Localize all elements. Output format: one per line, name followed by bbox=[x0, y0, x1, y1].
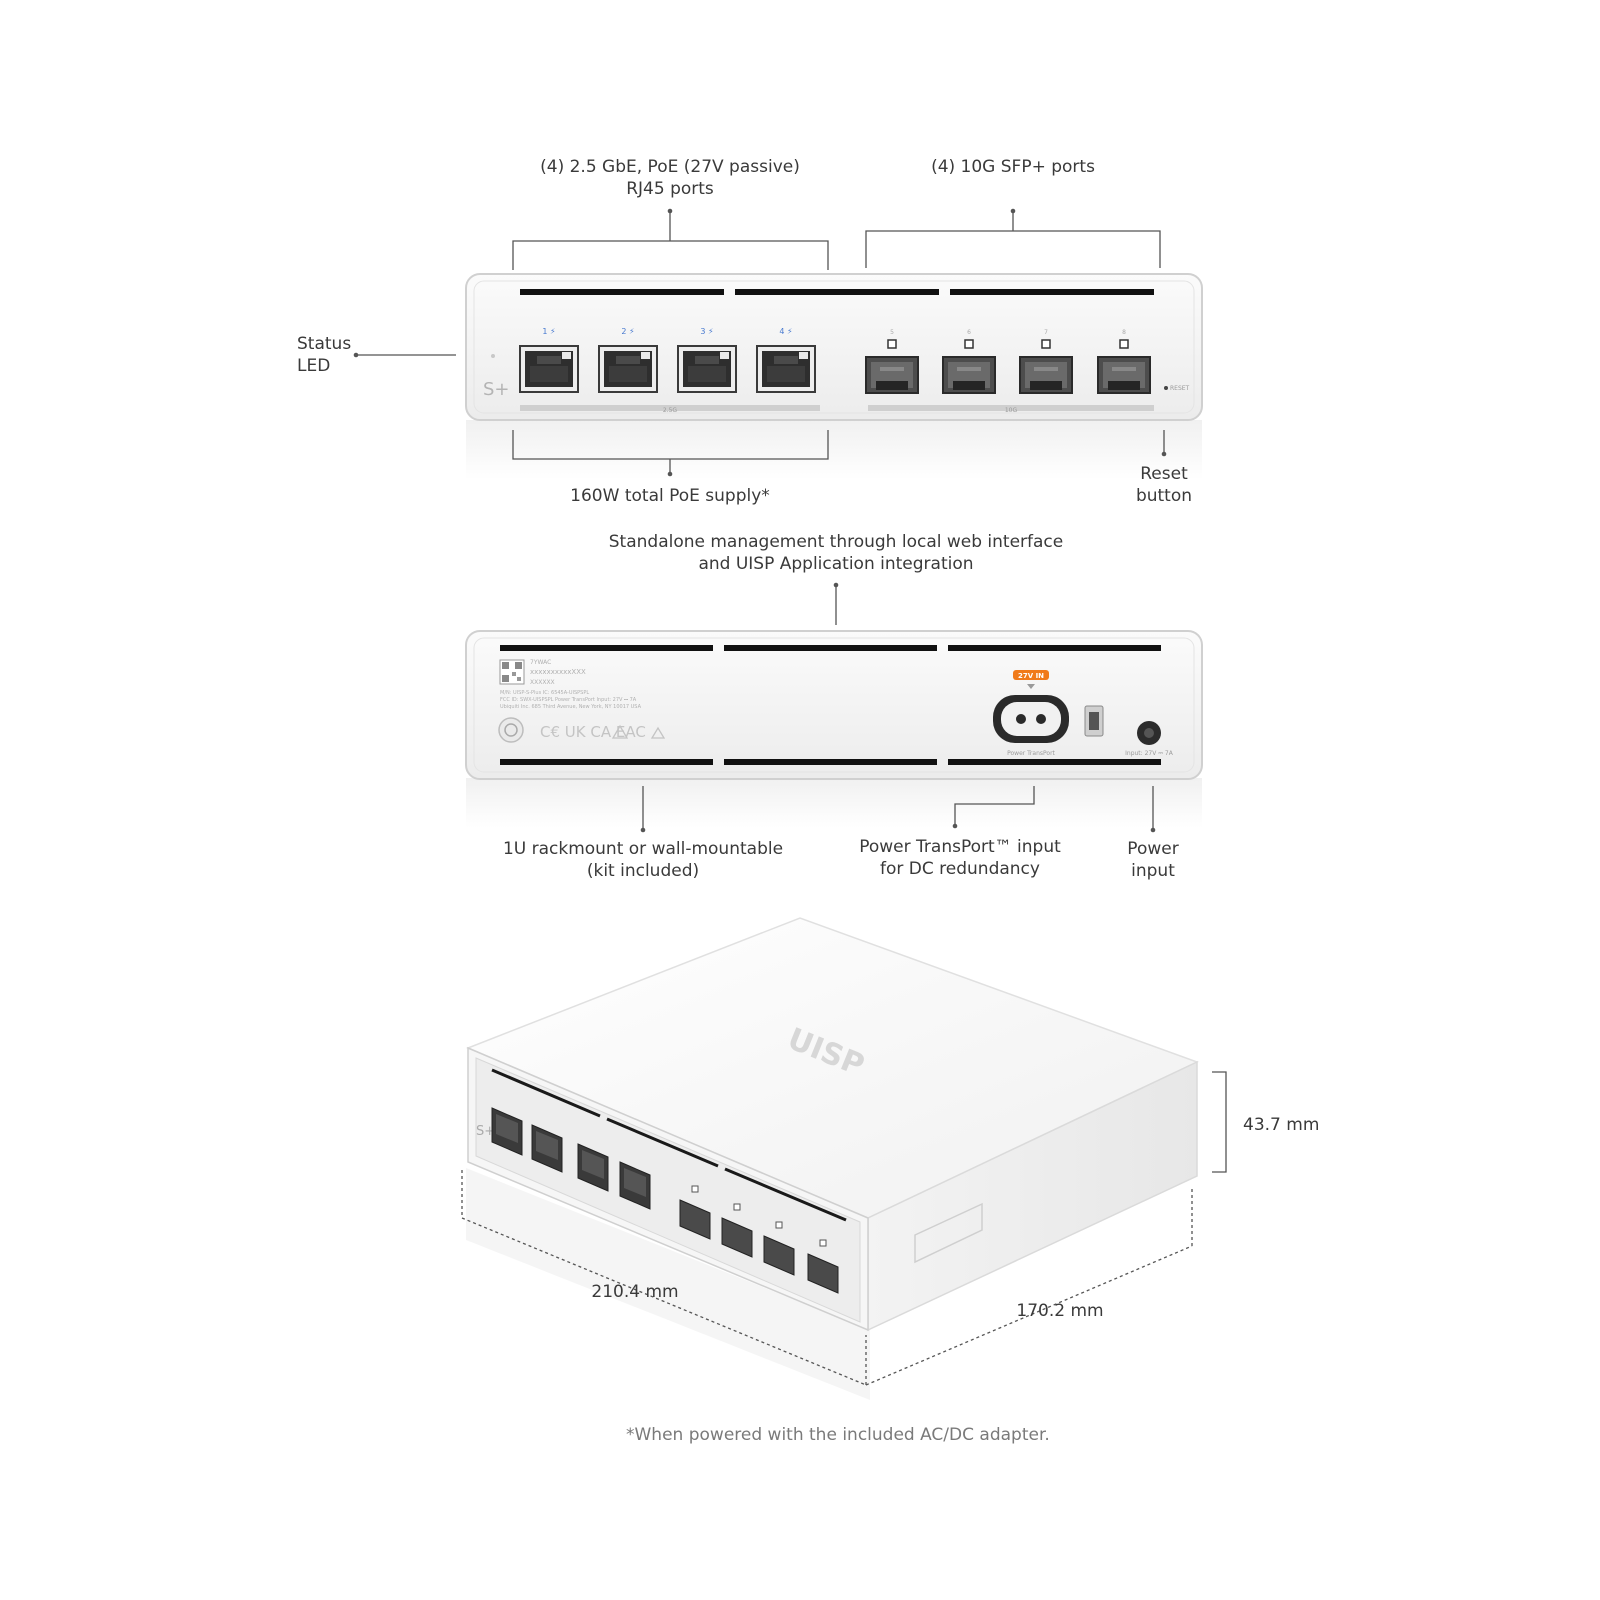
rj45-port bbox=[756, 345, 816, 393]
rear-leader-lines bbox=[642, 585, 1154, 830]
speed-bar-sfp bbox=[868, 405, 1154, 411]
height-dimension-line bbox=[1212, 1071, 1227, 1173]
rj45-port-number: 1 ⚡ bbox=[542, 327, 555, 336]
vent-slot bbox=[948, 645, 1161, 651]
vent-slot bbox=[948, 759, 1161, 765]
vent-slot bbox=[500, 645, 713, 651]
depth-dimension-line bbox=[461, 1170, 867, 1386]
sfp-port-number: 6 bbox=[967, 329, 971, 336]
management-callout: Standalone management through local web … bbox=[608, 532, 1064, 574]
iso-sfp-port bbox=[807, 1253, 839, 1294]
front-reflection bbox=[466, 420, 1202, 480]
rear-label-text: 7YWAC xxxxxxxxxxXXX XXXXXX M/N: UISP-S-Plus… bbox=[500, 659, 642, 710]
iso-rj45-port-inner bbox=[624, 1168, 646, 1197]
rear-label-line: M/N: UISP-S-Plus IC: 6545A-UISPSPL bbox=[500, 690, 589, 696]
reset-text: RESET bbox=[1170, 385, 1190, 392]
rear-view: 7YWAC xxxxxxxxxxXXX XXXXXX M/N: UISP-S-Plus… bbox=[465, 582, 1203, 833]
transport-connector-label: Power TransPort bbox=[1007, 750, 1055, 757]
rj45-port-number: 3 ⚡ bbox=[700, 327, 713, 336]
vent-slot bbox=[500, 759, 713, 765]
iso-brand-mark: S+ bbox=[476, 1124, 495, 1139]
width-dimension-line bbox=[865, 1188, 1193, 1386]
rear-label-line: Ubiquiti Inc. 685 Third Avenue, New York… bbox=[500, 704, 642, 710]
footnote: *When powered with the included AC/DC ad… bbox=[626, 1425, 1050, 1445]
speed-bar-rj45 bbox=[520, 405, 820, 411]
status-led-callout: Status LED bbox=[297, 334, 352, 376]
rj45-port bbox=[677, 345, 737, 393]
height-dimension: 43.7 mm bbox=[1243, 1115, 1320, 1135]
voltage-badge-text: 27V IN bbox=[1018, 672, 1044, 680]
vent-slot bbox=[724, 645, 937, 651]
reset-button bbox=[1164, 386, 1168, 390]
width-dimension: 210.4 mm bbox=[591, 1282, 679, 1302]
vent-slot bbox=[735, 289, 939, 295]
warning-icon bbox=[650, 726, 666, 739]
rj45-port bbox=[519, 345, 579, 393]
poe-supply-callout: 160W total PoE supply* bbox=[570, 486, 770, 506]
rackmount-callout: 1U rackmount or wall-mountable (kit incl… bbox=[502, 839, 784, 881]
sfp-port-number: 5 bbox=[890, 329, 894, 336]
sfp-ports-callout: (4) 10G SFP+ ports bbox=[931, 157, 1095, 177]
rear-label-line: 7YWAC bbox=[530, 659, 551, 666]
vent-slot bbox=[724, 759, 937, 765]
reset-button-callout: Reset button bbox=[1135, 464, 1193, 506]
sfp-port bbox=[1019, 356, 1073, 394]
sfp-port-led bbox=[1119, 339, 1129, 349]
iso-sfp-led bbox=[819, 1239, 827, 1247]
iso-sfp-port bbox=[763, 1235, 795, 1276]
ground-screw bbox=[498, 717, 524, 743]
sfp-port-led bbox=[887, 339, 897, 349]
iso-rj45-port-inner bbox=[582, 1150, 604, 1179]
voltage-badge bbox=[1013, 670, 1049, 680]
iso-sfp-port bbox=[721, 1217, 753, 1258]
sfp-port bbox=[942, 356, 996, 394]
rj45-ports-callout: (4) 2.5 GbE, PoE (27V passive) RJ45 port… bbox=[540, 157, 800, 199]
vent-slot bbox=[950, 289, 1154, 295]
rj45-port-number: 4 ⚡ bbox=[779, 327, 792, 336]
rear-label-line: xxxxxxxxxxXXX bbox=[530, 668, 586, 676]
front-view: S+ 1 ⚡ 2 ⚡ 3 ⚡ 4 ⚡ 5 6 7 8 2.5G 10G RESET bbox=[353, 208, 1203, 480]
sfp-port bbox=[1097, 356, 1151, 394]
iso-sfp-led bbox=[775, 1221, 783, 1229]
iso-rj45-port-inner bbox=[536, 1131, 558, 1160]
rj45-port-number: 2 ⚡ bbox=[621, 327, 634, 336]
speed-label-sfp: 10G bbox=[1005, 407, 1018, 414]
front-brand-mark: S+ bbox=[483, 379, 510, 400]
sfp-port-led bbox=[964, 339, 974, 349]
rear-label-line: FCC ID: SWX-UISPSPL Power TransPort Inpu… bbox=[500, 697, 637, 703]
sfp-port-led bbox=[1041, 339, 1051, 349]
iso-sfp-port bbox=[679, 1199, 711, 1240]
iso-rj45-port-inner bbox=[496, 1114, 518, 1143]
iso-sfp-led bbox=[733, 1203, 741, 1211]
transport-callout: Power TransPort™ input for DC redundancy bbox=[859, 837, 1061, 879]
rear-label-line: XXXXXX bbox=[530, 679, 555, 686]
sfp-port-number: 8 bbox=[1122, 329, 1126, 336]
certification-marks: C€ UK CA EAC bbox=[540, 723, 646, 741]
isometric-view: UISP S+ bbox=[461, 917, 1227, 1400]
qr-code bbox=[499, 659, 525, 685]
sfp-port-number: 7 bbox=[1044, 329, 1048, 336]
rear-reflection bbox=[466, 778, 1202, 828]
dc-power-label: Input: 27V ⎓ 7A bbox=[1125, 750, 1174, 757]
front-leader-lines bbox=[356, 211, 1165, 474]
status-led bbox=[491, 354, 495, 358]
depth-dimension: 170.2 mm bbox=[1016, 1301, 1104, 1321]
sfp-port bbox=[865, 356, 919, 394]
vent-slot bbox=[520, 289, 724, 295]
iso-sfp-led bbox=[691, 1185, 699, 1193]
power-input-callout: Power input bbox=[1127, 839, 1179, 881]
rj45-port bbox=[598, 345, 658, 393]
recycle-icon bbox=[611, 724, 629, 739]
speed-label-rj45: 2.5G bbox=[663, 407, 678, 414]
side-cover bbox=[914, 1202, 983, 1264]
